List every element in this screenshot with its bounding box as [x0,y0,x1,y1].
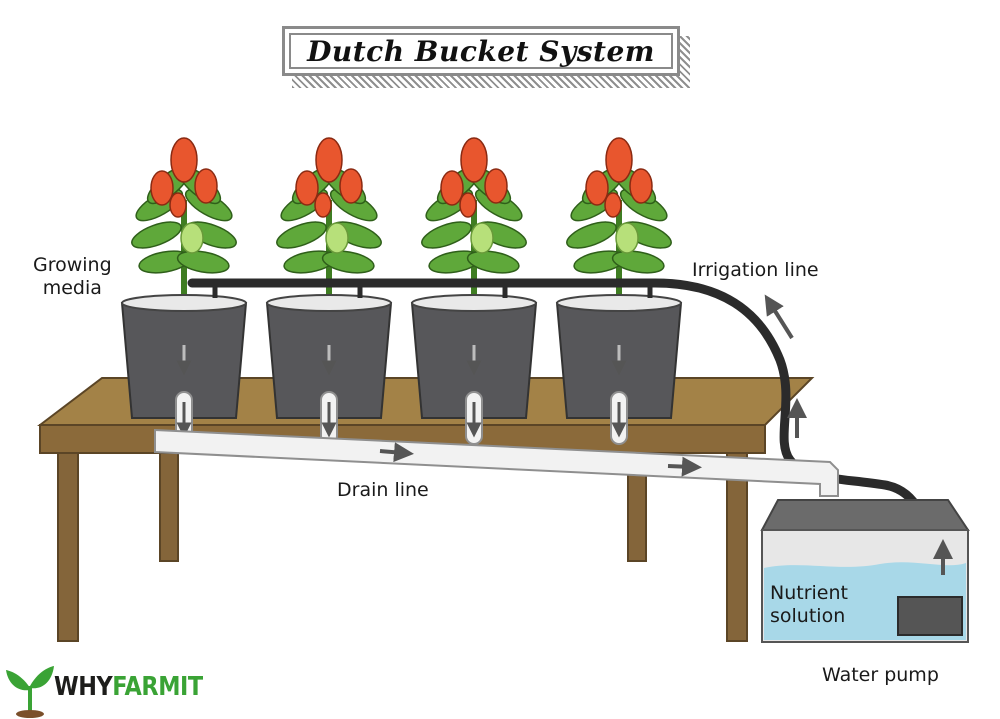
bucket-4 [555,137,683,445]
title-inner: Dutch Bucket System [289,33,673,69]
growing-media [266,294,392,312]
plant-leaf [421,221,472,249]
red-pepper [484,168,508,204]
water-pump [897,596,963,636]
growing-media [556,294,682,312]
flow-arrow [379,442,414,463]
red-pepper [170,137,198,183]
red-pepper [314,192,332,218]
brand-part1: WHY [54,672,113,702]
red-pepper [585,170,609,206]
pepper-plant [421,137,527,300]
title-frame: Dutch Bucket System [282,26,680,76]
plant-leaf [466,250,520,274]
brand-sprout-icon [6,666,54,718]
red-pepper [194,168,218,204]
title-banner: Dutch Bucket System [282,26,690,88]
red-pepper [169,192,187,218]
page-title: Dutch Bucket System [307,34,655,68]
green-pepper [470,222,494,254]
plant-leaf [131,221,182,249]
bucket-2 [265,137,393,445]
buckets-group [120,137,683,445]
drain-pipe [154,428,839,497]
red-pepper [440,170,464,206]
brand-part2: FARMIT [112,672,203,702]
pepper-plant [276,137,382,300]
pepper-plant [131,137,237,300]
red-pepper [460,137,488,183]
red-pepper [605,137,633,183]
nutrient-label-line1: Nutrient [770,582,848,604]
red-pepper [315,137,343,183]
nutrient-solution-label: Nutrient solution [770,582,848,628]
reservoir-rim [760,499,970,531]
green-pepper [180,222,204,254]
table-leg [159,452,179,562]
growing-media [411,294,537,312]
growing-media-label: Growing media [33,254,112,300]
growing-media [121,294,247,312]
red-pepper [150,170,174,206]
green-pepper [615,222,639,254]
growing-media-label-line2: media [42,277,102,299]
red-pepper [604,192,622,218]
red-pepper [629,168,653,204]
green-pepper [325,222,349,254]
nutrient-label-line2: solution [770,605,846,627]
red-pepper [295,170,319,206]
bucket-1 [120,137,248,445]
red-pepper [339,168,363,204]
irrigation-line-label: Irrigation line [692,259,819,281]
red-pepper [459,192,477,218]
table-leg [726,452,748,642]
water-pump-label: Water pump [822,664,939,686]
table-leg [57,452,79,642]
plant-leaf [321,250,375,274]
growing-media-label-line1: Growing [33,254,112,276]
flow-arrow [764,294,794,340]
brand-logo: WHYFARMIT [8,662,208,714]
bucket-3 [410,137,538,445]
pepper-plant [566,137,672,300]
nutrient-reservoir [760,499,970,643]
flow-arrow [667,456,702,477]
drain-line-label: Drain line [337,479,429,501]
plant-leaf [566,221,617,249]
plant-leaf [611,250,665,274]
plant-leaf [276,221,327,249]
plant-leaf [176,250,230,274]
brand-wordmark: WHYFARMIT [54,672,203,702]
